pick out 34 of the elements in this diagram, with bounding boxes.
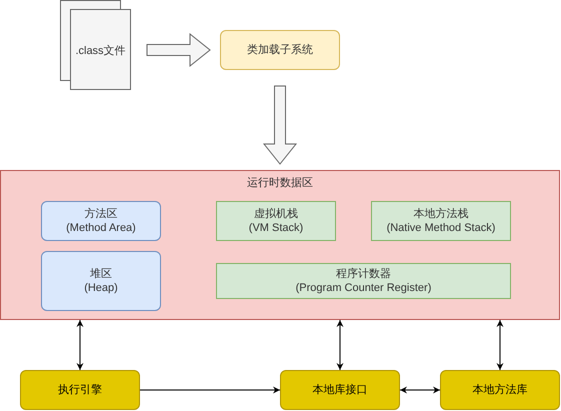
memory-box: [216, 263, 511, 299]
block-arrow: [146, 32, 211, 68]
arrow: [76, 320, 84, 370]
region-title: 运行时数据区: [247, 176, 313, 190]
box-subtitle: (Method Area): [66, 221, 136, 235]
memory-box: [216, 201, 336, 241]
memory-box: [371, 201, 511, 241]
box-title: 本地库接口: [312, 383, 368, 397]
arrow: [496, 320, 504, 370]
box-title: 虚拟机栈: [254, 207, 298, 221]
arrow: [400, 386, 440, 394]
box-title: 堆区: [90, 267, 112, 281]
box-title: 方法区: [84, 207, 118, 221]
box-title: 类加载子系统: [247, 43, 313, 57]
memory-box: [41, 201, 161, 241]
document-stack: [60, 0, 131, 90]
box-subtitle: (Program Counter Register): [296, 281, 432, 295]
box-subtitle: (VM Stack): [248, 221, 304, 235]
process-box: [280, 370, 400, 410]
process-box: [220, 30, 340, 70]
box-title: 本地方法库: [472, 383, 528, 397]
arrow: [140, 386, 280, 394]
box-title: 本地方法栈: [414, 207, 468, 221]
box-title: 执行引擎: [58, 383, 102, 397]
arrow: [336, 320, 344, 370]
process-box: [20, 370, 140, 410]
block-arrow: [262, 86, 298, 165]
region-box: [0, 170, 560, 320]
memory-box: [41, 251, 161, 311]
box-title: 程序计数器: [336, 267, 391, 281]
file-label: .class文件: [74, 44, 127, 58]
box-subtitle: (Heap): [84, 281, 118, 295]
process-box: [440, 370, 560, 410]
box-subtitle: (Native Method Stack): [386, 221, 496, 235]
